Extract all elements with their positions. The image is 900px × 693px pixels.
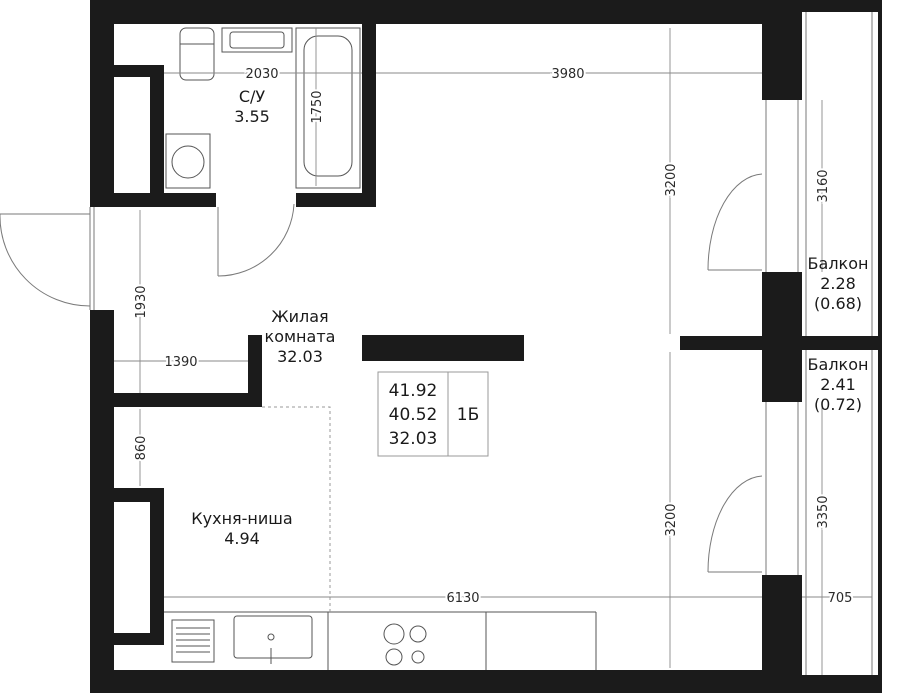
balcony1-reduced: (0.68) [814,294,862,313]
area-without-balcony: 40.52 [389,405,438,425]
apartment-type: 1Б [457,405,479,425]
dim-bath-width: 2030 [245,67,278,82]
summary-box [377,371,489,457]
living-area: 32.03 [277,347,323,366]
total-area: 41.92 [389,381,438,401]
living-area-summary: 32.03 [389,429,438,449]
dim-balcony1-length: 3160 [816,169,831,202]
windows [765,12,873,675]
dimension-lines [114,28,872,675]
room-labels: С/У 3.55 Жилая комната 32.03 Кухня-ниша … [191,87,868,548]
fixtures [164,27,597,670]
dim-room-height-top: 3200 [664,163,679,196]
kitchen-name: Кухня-ниша [191,509,292,528]
dim-total-width: 6130 [446,591,479,606]
balcony1-name: Балкон [808,254,869,273]
summary-labels: 41.92 40.52 32.03 1Б [389,381,480,449]
dim-niche: 860 [134,436,149,461]
doors [0,173,763,573]
toilet-icon [179,27,215,81]
dim-balcony2-length: 3350 [816,495,831,528]
bathroom-sink-icon [221,27,293,53]
balcony2-name: Балкон [808,355,869,374]
kitchen-counter [164,611,597,670]
dim-room-width: 3980 [551,67,584,82]
bathroom-area: 3.55 [234,107,270,126]
dim-balcony-depth: 705 [828,591,853,606]
kitchen-sink-icon [233,615,313,664]
balcony2-reduced: (0.72) [814,395,862,414]
bathtub-icon [295,27,361,189]
kitchen-area: 4.94 [224,529,260,548]
washing-machine-icon [165,133,211,189]
balcony1-area: 2.28 [820,274,856,293]
dim-hall-height: 1930 [134,285,149,318]
cooktop-icon [383,623,427,666]
dim-room-height-bottom: 3200 [664,503,679,536]
dim-hall-width: 1390 [164,355,197,370]
dishwasher-icon [171,619,215,663]
dimension-labels: 2030 3980 1750 1930 1390 860 3200 3200 6… [132,65,854,608]
balcony2-area: 2.41 [820,375,856,394]
dim-bath-height: 1750 [310,90,325,123]
walls [90,0,882,693]
living-name-line1: Жилая [271,307,328,326]
bathroom-name: С/У [239,87,266,106]
living-name-line2: комната [265,327,336,346]
kitchen-niche-outline [262,406,331,612]
